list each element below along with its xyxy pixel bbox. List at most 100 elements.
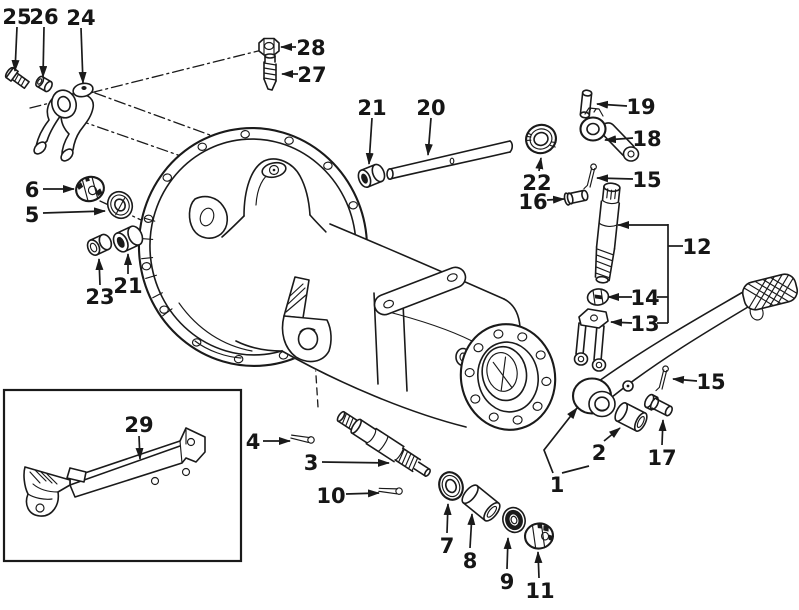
clevis-pin-17	[643, 393, 673, 417]
part-number-label: 18	[632, 127, 661, 151]
brake-lever-18	[579, 107, 640, 162]
part-number-label: 16	[518, 190, 547, 214]
part-number-label: 4	[246, 430, 261, 454]
callout-18: 18	[604, 127, 662, 151]
bushing-23	[86, 233, 113, 256]
adjusting-rod-12	[594, 182, 621, 284]
part-number-label: 20	[416, 96, 445, 120]
part-number-label: 1	[550, 473, 565, 497]
castle-nut-11	[523, 522, 555, 550]
callout-7: 7	[440, 503, 455, 558]
callout-1: 1	[543, 407, 590, 497]
detent-screw-27	[263, 53, 277, 91]
callout-12: 12	[617, 221, 712, 323]
part-number-label: 15	[632, 168, 661, 192]
inset-box	[2, 388, 243, 563]
washer-9	[502, 506, 526, 534]
clevis-13	[573, 308, 609, 372]
seal-22	[525, 123, 557, 155]
shift-rail-20	[386, 140, 514, 181]
pin-19	[579, 89, 593, 119]
bushing-21-left	[112, 225, 144, 253]
part-number-label: 23	[85, 285, 114, 309]
castle-nut-6	[75, 175, 105, 203]
end-flange	[459, 323, 557, 431]
part-number-label: 21	[113, 274, 142, 298]
cotter-pin-10	[378, 487, 403, 495]
part-number-label: 22	[522, 171, 551, 195]
callout-24: 24	[66, 6, 96, 84]
callout-17: 17	[647, 419, 677, 470]
part-number-label: 13	[630, 312, 659, 336]
callout-28: 28	[280, 36, 326, 60]
part-number-label: 21	[357, 96, 386, 120]
part-number-label: 14	[630, 286, 659, 310]
part-number-label: 8	[463, 549, 478, 573]
part-number-label: 7	[440, 534, 455, 558]
part-number-label: 6	[25, 178, 40, 202]
part-number-label: 15	[696, 370, 725, 394]
cotter-pin-15-upper	[583, 163, 597, 190]
callout-2: 2	[592, 427, 621, 465]
callout-14: 14	[607, 286, 668, 310]
part-number-label: 17	[647, 446, 676, 470]
brake-pedal	[571, 272, 799, 418]
callout-11: 11	[525, 551, 555, 603]
cotter-pin-15-lower	[655, 365, 669, 392]
callout-20: 20	[416, 96, 446, 156]
shift-fork	[33, 82, 95, 162]
rim-hatching	[140, 217, 173, 317]
bolt-25	[4, 66, 30, 90]
pedal-pad	[740, 272, 799, 313]
upper-link-plate	[373, 266, 467, 316]
part-number-label: 19	[626, 95, 655, 119]
callout-15: 15	[672, 370, 726, 394]
part-number-label: 28	[296, 36, 325, 60]
cotter-pin-4	[290, 434, 315, 444]
part-number-label: 11	[525, 579, 554, 603]
part-number-label: 24	[66, 6, 95, 30]
housing-top-boss	[221, 158, 333, 239]
part-number-label: 5	[25, 203, 40, 227]
nut-14	[586, 288, 610, 306]
callout-21: 21	[357, 96, 387, 165]
part-number-label: 3	[304, 451, 319, 475]
support-bracket-29	[23, 427, 206, 517]
callout-6: 6	[25, 178, 75, 202]
bushing-21-top	[357, 163, 386, 189]
flange-bolt-holes	[141, 130, 358, 364]
part-number-label: 25	[2, 5, 31, 29]
callout-25: 25	[2, 5, 32, 72]
callout-8: 8	[463, 513, 478, 573]
housing-inner-curves	[178, 302, 253, 359]
callout-19: 19	[596, 95, 656, 119]
housing-left-boss	[188, 195, 229, 239]
washer-5	[106, 190, 134, 220]
washer-7	[438, 471, 464, 501]
callout-27: 27	[281, 63, 327, 87]
nut-28	[258, 37, 280, 56]
callout-21: 21	[113, 253, 143, 298]
callout-10: 10	[316, 484, 380, 508]
part-number-label: 12	[682, 235, 711, 259]
cam-shaft-3	[336, 410, 431, 477]
callout-5: 5	[25, 203, 106, 227]
bushing-2	[614, 402, 648, 432]
callout-9: 9	[500, 537, 515, 594]
callout-29: 29	[124, 413, 154, 460]
bushing-8	[461, 484, 501, 522]
part-number-label: 2	[592, 441, 607, 465]
bushing-26	[35, 75, 53, 93]
part-number-label: 9	[500, 570, 515, 594]
callout-4: 4	[246, 430, 291, 454]
housing-bottom-lobe	[281, 276, 332, 363]
callout-23: 23	[85, 258, 115, 309]
callout-13: 13	[610, 312, 668, 336]
callout-15: 15	[596, 168, 662, 192]
callout-16: 16	[518, 190, 565, 214]
pin-16	[563, 189, 589, 206]
callout-26: 26	[29, 5, 59, 78]
